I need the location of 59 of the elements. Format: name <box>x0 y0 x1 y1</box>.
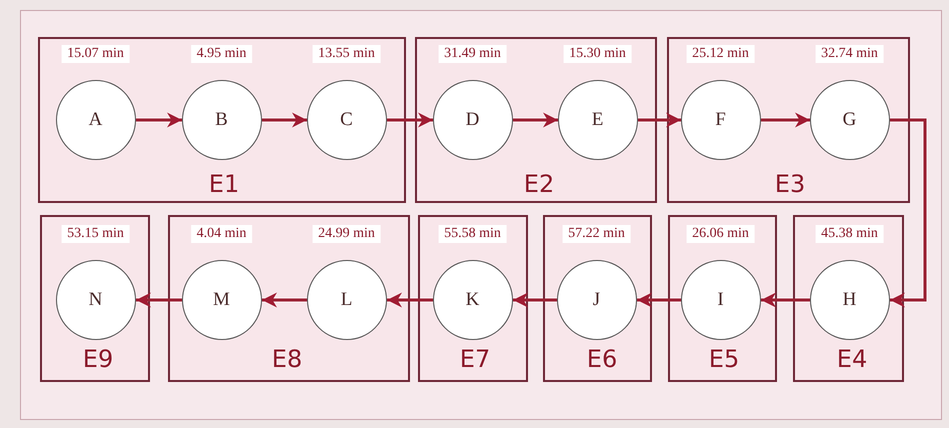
stage-box <box>168 215 410 382</box>
arrow <box>637 292 681 308</box>
task-label: K <box>466 288 480 310</box>
task-label: M <box>213 288 230 310</box>
task-label: G <box>842 108 856 130</box>
arrow <box>262 292 307 308</box>
task-label: J <box>592 288 600 310</box>
task-label: D <box>466 108 480 130</box>
stage-box <box>793 215 904 382</box>
duration-label: 45.38 min <box>815 225 884 243</box>
duration-label: 24.99 min <box>312 225 381 243</box>
task-label: H <box>842 288 856 310</box>
duration-label: 32.74 min <box>815 45 884 63</box>
duration-label: 4.04 min <box>190 225 252 243</box>
duration-label: 26.06 min <box>686 225 755 243</box>
stage-label: E2 <box>524 172 554 196</box>
duration-label: 15.30 min <box>563 45 632 63</box>
arrow <box>262 112 307 128</box>
arrow <box>387 292 433 308</box>
task-label: A <box>88 108 102 130</box>
task-label: C <box>340 108 353 130</box>
stage-label: E5 <box>708 347 740 371</box>
stage-box <box>38 37 406 203</box>
arrow <box>513 292 557 308</box>
duration-label: 15.07 min <box>61 45 130 63</box>
stage-box <box>40 215 150 382</box>
stage-label: E1 <box>208 172 240 196</box>
arrow <box>136 292 182 308</box>
arrow <box>761 112 810 128</box>
duration-label: 57.22 min <box>562 225 631 243</box>
duration-label: 13.55 min <box>312 45 381 63</box>
duration-label: 55.58 min <box>438 225 507 243</box>
task-label: I <box>717 288 724 310</box>
duration-label: 4.95 min <box>190 45 252 63</box>
stage-label: E4 <box>836 347 868 371</box>
stage-label: E3 <box>774 172 806 196</box>
stage-label: E8 <box>272 347 302 371</box>
task-label: B <box>215 108 228 130</box>
stage-box <box>418 215 528 382</box>
arrow <box>890 118 926 308</box>
arrow <box>387 112 433 128</box>
task-label: E <box>592 108 604 130</box>
task-label: F <box>715 108 726 130</box>
stage-box <box>667 37 910 203</box>
stage-box <box>415 37 657 203</box>
duration-label: 25.12 min <box>686 45 755 63</box>
arrow <box>761 292 810 308</box>
arrow <box>513 112 558 128</box>
stage-label: E7 <box>460 347 490 371</box>
arrow <box>638 112 681 128</box>
task-label: N <box>88 288 102 310</box>
stage-label: E9 <box>82 347 114 371</box>
stage-box <box>668 215 777 382</box>
arrow <box>136 112 182 128</box>
stage-box <box>543 215 652 382</box>
duration-label: 31.49 min <box>438 45 507 63</box>
stage-label: E6 <box>586 347 618 371</box>
task-label: L <box>340 288 352 310</box>
duration-label: 53.15 min <box>61 225 130 243</box>
